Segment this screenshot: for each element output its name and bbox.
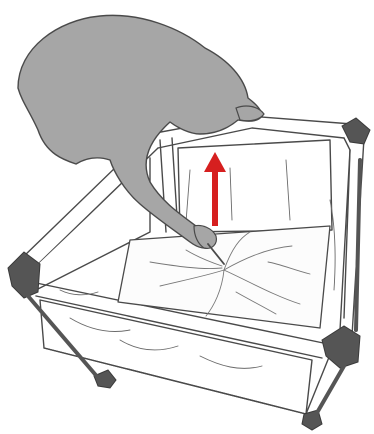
front-left-corner-cap — [8, 252, 40, 298]
back-right-corner-cap — [342, 118, 370, 144]
mattress-sheet — [118, 226, 330, 328]
